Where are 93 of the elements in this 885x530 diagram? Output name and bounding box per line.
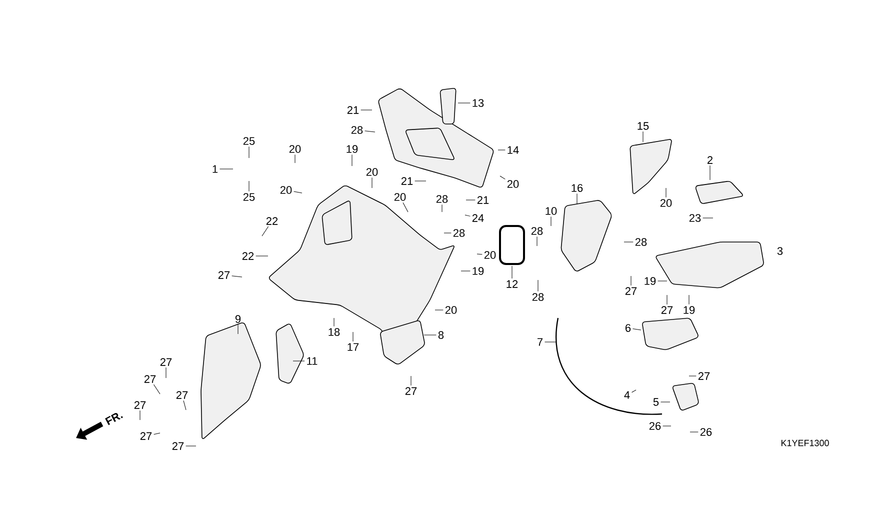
callout-number: 20 bbox=[660, 199, 672, 207]
callout-number: 23 bbox=[689, 214, 701, 222]
callout-number: 14 bbox=[508, 146, 519, 154]
callout-number: 3 bbox=[777, 247, 783, 255]
callout-number: 20 bbox=[394, 193, 406, 201]
leader-line bbox=[248, 180, 250, 192]
callout-number: 27 bbox=[176, 391, 188, 399]
callout-number: 15 bbox=[638, 122, 649, 130]
callout-number: 28 bbox=[532, 293, 544, 301]
leader-line bbox=[424, 334, 436, 336]
callout-number: 20 bbox=[366, 168, 378, 176]
callout-number: 20 bbox=[507, 180, 519, 188]
callout-number: 21 bbox=[347, 106, 359, 114]
callout-number: 27 bbox=[140, 432, 152, 440]
leader-line bbox=[464, 214, 470, 216]
callout-number: 27 bbox=[405, 387, 417, 395]
callout-number: 27 bbox=[661, 306, 673, 314]
leader-line bbox=[364, 130, 376, 132]
callout-number: 26 bbox=[649, 422, 661, 430]
callout-number: 6 bbox=[626, 324, 631, 332]
callout-number: 4 bbox=[624, 391, 630, 399]
leader-line bbox=[402, 202, 408, 212]
leader-line bbox=[220, 168, 234, 170]
callout-number: 9 bbox=[235, 315, 241, 323]
leader-line bbox=[666, 294, 668, 305]
leader-line bbox=[550, 216, 552, 226]
callout-number: 20 bbox=[445, 306, 457, 314]
callout-number: 25 bbox=[243, 193, 255, 201]
leader-line bbox=[352, 332, 354, 342]
callout-number: 19 bbox=[644, 277, 656, 285]
callout-number: 13 bbox=[472, 99, 484, 107]
callout-number: 28 bbox=[635, 238, 647, 246]
callout-number: 18 bbox=[328, 328, 340, 336]
leader-line bbox=[248, 146, 250, 158]
callout-number: 10 bbox=[546, 207, 557, 215]
callout-number: 27 bbox=[218, 271, 230, 279]
leader-line bbox=[414, 180, 426, 182]
callout-number: 19 bbox=[346, 145, 358, 153]
callout-number: 12 bbox=[506, 280, 518, 288]
leader-line bbox=[460, 270, 470, 272]
callout-number: 27 bbox=[144, 375, 156, 383]
leader-line bbox=[232, 276, 242, 278]
callout-number: 17 bbox=[348, 343, 359, 351]
callout-number: 20 bbox=[484, 251, 496, 259]
callout-number: 5 bbox=[653, 398, 659, 406]
callout-number: 24 bbox=[472, 214, 484, 222]
callout-number: 20 bbox=[280, 186, 292, 194]
leader-line bbox=[294, 191, 302, 194]
leader-line bbox=[500, 176, 506, 180]
callout-number: 27 bbox=[160, 358, 172, 366]
leader-line bbox=[658, 280, 668, 282]
direction-label: FR. bbox=[105, 413, 123, 426]
leader-line bbox=[153, 384, 160, 394]
leader-line bbox=[262, 226, 269, 236]
callout-number: 27 bbox=[698, 372, 710, 380]
callout-number: 28 bbox=[453, 229, 465, 237]
leader-line bbox=[154, 432, 160, 435]
callout-number: 21 bbox=[477, 196, 489, 204]
callout-number: 16 bbox=[572, 184, 583, 192]
callout-number: 22 bbox=[242, 252, 254, 260]
callout-number: 26 bbox=[700, 428, 712, 436]
callout-number: 22 bbox=[266, 217, 278, 225]
leader-line bbox=[688, 294, 690, 305]
callout-number: 28 bbox=[531, 227, 543, 235]
leader-line bbox=[642, 131, 644, 142]
diagram-code: K1YEF1300 bbox=[781, 440, 829, 446]
callout-number: 11 bbox=[307, 357, 318, 365]
callout-number: 28 bbox=[351, 126, 363, 134]
leader-line bbox=[576, 193, 578, 204]
callout-number: 2 bbox=[708, 156, 713, 164]
callout-number: 25 bbox=[243, 137, 255, 145]
callout-number: 19 bbox=[472, 267, 484, 275]
callout-number: 7 bbox=[538, 338, 543, 346]
leader-line bbox=[444, 232, 452, 234]
callout-number: 1 bbox=[212, 165, 218, 173]
leader-line bbox=[632, 328, 642, 330]
leader-line bbox=[294, 154, 296, 164]
leader-line bbox=[630, 276, 632, 286]
leader-line bbox=[410, 376, 412, 386]
leader-line bbox=[536, 236, 538, 246]
leader-line bbox=[292, 360, 305, 362]
leader-line bbox=[183, 400, 186, 410]
callout-number: 28 bbox=[436, 195, 448, 203]
callout-number: 21 bbox=[401, 177, 413, 185]
leader-line bbox=[476, 254, 482, 255]
callout-number: 8 bbox=[438, 331, 444, 339]
leader-line bbox=[632, 390, 636, 393]
callout-number: 27 bbox=[134, 401, 146, 409]
callout-number: 20 bbox=[289, 145, 301, 153]
leader-line bbox=[458, 102, 470, 104]
callout-number: 27 bbox=[172, 442, 184, 450]
callout-number: 27 bbox=[625, 287, 637, 295]
callout-number: 19 bbox=[684, 306, 695, 314]
